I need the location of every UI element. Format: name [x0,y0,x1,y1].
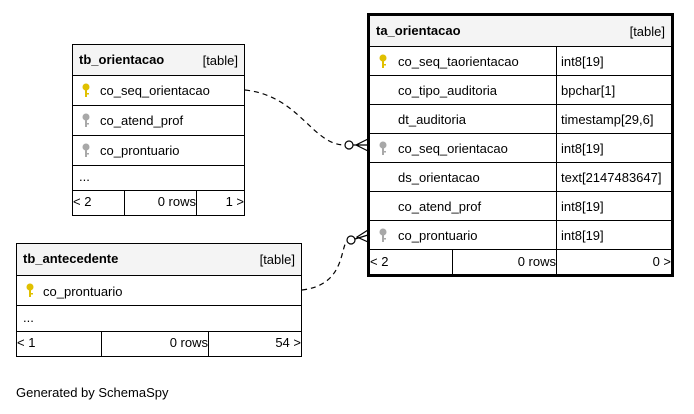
nav-prev-link[interactable]: < 2 [73,194,92,209]
column-type [556,134,558,162]
column-type-text: bpchar[1] [561,83,616,98]
column-name: co_atend_prof [398,199,482,214]
nav-next-link[interactable]: 0 > [556,250,671,274]
column-type-text: int8[19] [561,228,604,243]
column-row[interactable]: co_prontuario int8[19] [370,221,671,250]
column-name: co_seq_orientacao [398,141,508,156]
table-header: tb_antecedente [table] [17,244,301,276]
column-row[interactable]: co_atend_prof [73,106,244,136]
column-name: co_tipo_auditoria [398,83,498,98]
edge-orientacao-crowfoot [353,138,369,152]
column-name: ds_orientacao [398,170,480,185]
column-type-text: timestamp[29,6] [561,112,654,127]
column-name: dt_auditoria [398,112,466,127]
column-row[interactable]: co_atend_prof int8[19] [370,192,671,221]
table-header: tb_orientacao [table] [73,45,244,76]
edge-orientacao-to-ta [244,89,346,146]
column-type-text: text[2147483647] [561,170,662,185]
column-type [556,192,558,220]
column-row[interactable]: co_prontuario [73,136,244,166]
table-name: ta_orientacao [376,23,461,38]
column-type [556,47,558,75]
table-footer: < 2 0 rows 1 > [73,191,244,215]
edge-antecedente-to-ta [301,240,348,291]
table-type: [table] [629,24,665,39]
row-count: 0 rows [452,250,556,274]
column-name: co_seq_taorientacao [398,54,519,69]
column-row[interactable]: co_seq_orientacao [73,76,244,106]
column-row[interactable]: ds_orientacao text[2147483647] [370,163,671,192]
edge-antecedente-zero-marker [346,235,356,245]
nav-prev-link[interactable]: < 1 [17,335,36,350]
row-count: 0 rows [101,332,208,356]
column-name: co_prontuario [398,228,478,243]
ellipsis-row: ... [73,166,244,191]
nav-next-link[interactable]: 1 > [196,191,244,215]
column-name: co_atend_prof [100,113,184,128]
table-type: [table] [259,252,295,267]
generated-by-label: Generated by SchemaSpy [16,385,169,400]
column-row[interactable]: co_seq_taorientacao int8[19] [370,47,671,76]
column-row[interactable]: co_tipo_auditoria bpchar[1] [370,76,671,105]
column-type-text: int8[19] [561,54,604,69]
nav-prev-link[interactable]: < 2 [370,254,389,269]
table-footer: < 1 0 rows 54 > [17,332,301,356]
nav-next-link[interactable]: 54 > [208,332,301,356]
row-count: 0 rows [124,191,196,215]
column-row[interactable]: dt_auditoria timestamp[29,6] [370,105,671,134]
table-name: tb_orientacao [79,52,165,67]
table-tb-orientacao[interactable]: tb_orientacao [table] co_seq_orientacao … [72,44,245,216]
column-row[interactable]: co_seq_orientacao int8[19] [370,134,671,163]
table-type: [table] [202,53,238,68]
table-ta-orientacao[interactable]: ta_orientacao [table] co_seq_taorientaca… [367,13,674,277]
edge-orientacao-zero-marker [344,140,354,150]
table-footer: < 2 0 rows 0 > [370,250,671,274]
table-header: ta_orientacao [table] [370,16,671,47]
column-name: co_prontuario [43,284,123,299]
table-tb-antecedente[interactable]: tb_antecedente [table] co_prontuario ...… [16,243,302,357]
table-name: tb_antecedente [23,251,119,266]
column-name: co_seq_orientacao [100,83,210,98]
edge-antecedente-crowfoot [354,229,369,243]
column-type [556,221,558,249]
ellipsis-row: ... [17,306,301,332]
column-name: co_prontuario [100,143,180,158]
column-type [556,76,558,104]
column-type-text: int8[19] [561,199,604,214]
column-type-text: int8[19] [561,141,604,156]
column-type [556,163,558,191]
ellipsis: ... [23,310,34,325]
column-row[interactable]: co_prontuario [17,276,301,306]
column-type [556,105,558,133]
ellipsis: ... [79,169,90,184]
